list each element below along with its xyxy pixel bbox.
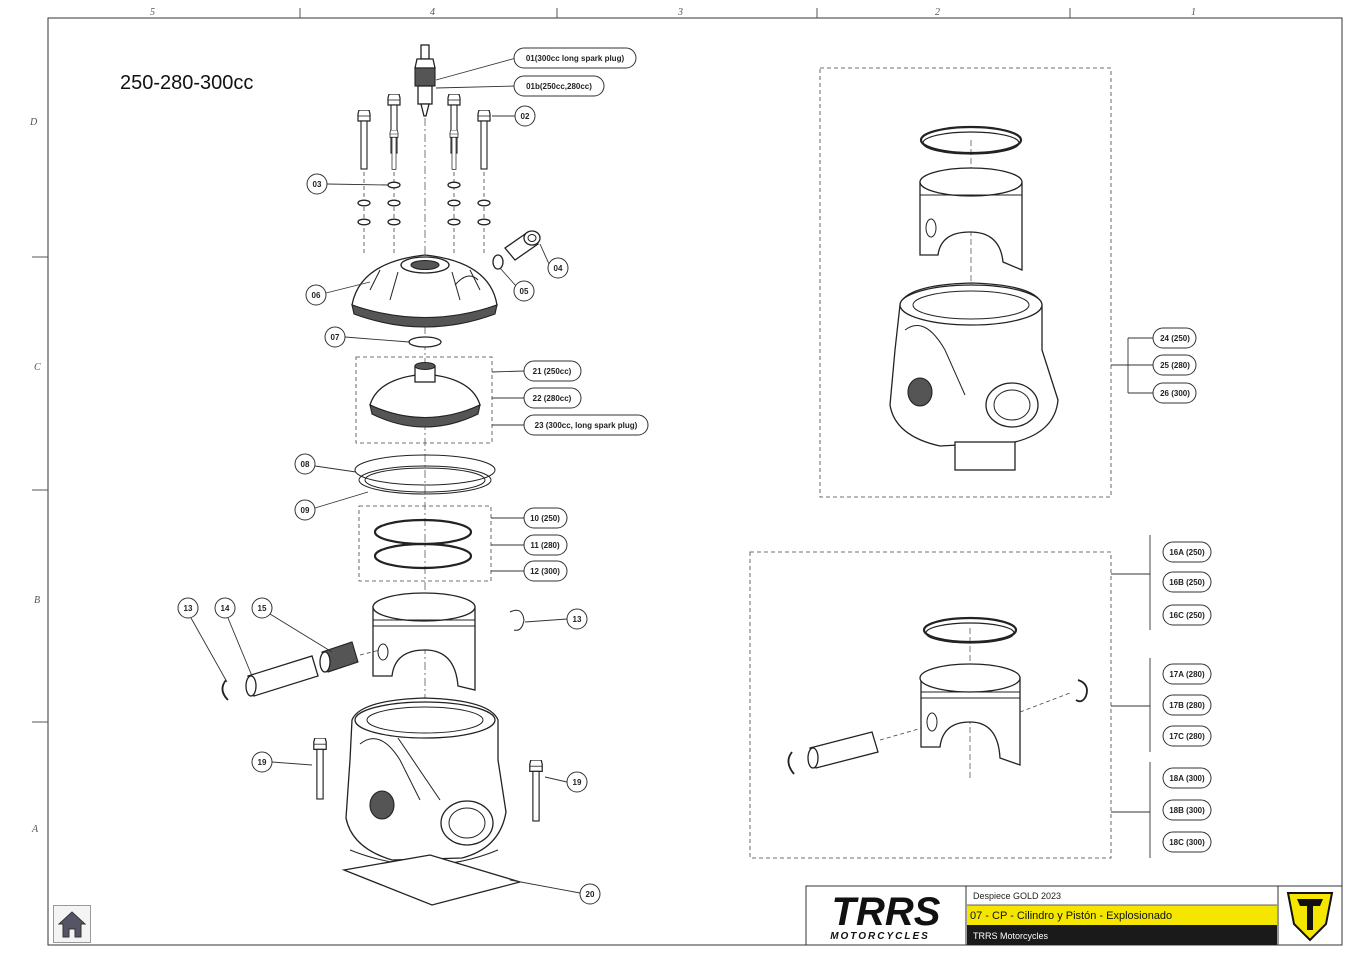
callout-26: 26 (300) bbox=[1160, 389, 1190, 398]
grid-col-1: 1 bbox=[1191, 7, 1196, 18]
cylinder-bolt-right bbox=[529, 760, 543, 822]
grid-col-4: 4 bbox=[430, 7, 435, 18]
callout-03: 03 bbox=[313, 180, 322, 189]
callout-19-left: 19 bbox=[258, 758, 267, 767]
oring-07 bbox=[408, 336, 442, 348]
gaskets bbox=[354, 454, 496, 495]
circlip-right bbox=[509, 609, 525, 631]
home-icon bbox=[57, 911, 87, 938]
cylinder-head bbox=[351, 254, 498, 328]
callouts-piston-kit: 16A (250) 16B (250) 16C (250) 17A (280) … bbox=[1111, 535, 1212, 858]
doc-name: Despiece GOLD 2023 bbox=[973, 891, 1061, 901]
callout-13-left: 13 bbox=[184, 604, 193, 613]
callout-01: 01(300cc long spark plug) bbox=[526, 54, 625, 63]
washers bbox=[357, 181, 491, 226]
callout-16a: 16A (250) bbox=[1169, 548, 1205, 557]
piston-rings bbox=[373, 518, 473, 570]
grid-row-d: D bbox=[29, 117, 38, 128]
callout-18c: 18C (300) bbox=[1169, 838, 1205, 847]
callout-06: 06 bbox=[312, 291, 321, 300]
callout-12: 12 (300) bbox=[530, 567, 560, 576]
callout-25: 25 (280) bbox=[1160, 361, 1190, 370]
company-name: TRRS Motorcycles bbox=[973, 931, 1049, 941]
rings-box bbox=[358, 505, 492, 582]
callout-19-right: 19 bbox=[573, 778, 582, 787]
callout-17c: 17C (280) bbox=[1169, 732, 1205, 741]
callout-18b: 18B (300) bbox=[1169, 806, 1205, 815]
callout-21: 21 (250cc) bbox=[533, 367, 572, 376]
callout-17a: 17A (280) bbox=[1169, 670, 1205, 679]
grid-columns: 5 4 3 2 1 bbox=[150, 7, 1196, 18]
combustion-insert bbox=[369, 361, 481, 428]
doc-title: 07 - CP - Cilindro y Pistón - Explosiona… bbox=[970, 910, 1172, 922]
doc-title-highlight bbox=[967, 905, 1277, 925]
callout-20: 20 bbox=[586, 890, 595, 899]
grid-row-b: B bbox=[34, 595, 40, 606]
piston-kit bbox=[749, 551, 1112, 859]
sheet-border bbox=[47, 17, 1343, 946]
cylinder bbox=[345, 697, 507, 866]
title-block: TRRS MOTORCYCLES Despiece GOLD 2023 07 -… bbox=[805, 885, 1343, 946]
callout-18a: 18A (300) bbox=[1169, 774, 1205, 783]
cylinder-bolt-left bbox=[313, 738, 327, 800]
trrs-shield-logo bbox=[1286, 892, 1334, 942]
callout-16c: 16C (250) bbox=[1169, 611, 1205, 620]
callouts-kit: 24 (250) 25 (280) 26 (300) bbox=[1111, 327, 1197, 404]
callout-22: 22 (280cc) bbox=[533, 394, 572, 403]
model-range-title: 250-280-300cc bbox=[120, 72, 253, 94]
wrist-pin-group bbox=[221, 641, 381, 701]
callout-04: 04 bbox=[554, 264, 563, 273]
logo-motorcycles: MOTORCYCLES bbox=[830, 931, 930, 942]
callout-02: 02 bbox=[521, 112, 530, 121]
grid-col-2: 2 bbox=[935, 7, 940, 18]
grid-row-a: A bbox=[31, 824, 39, 835]
callout-15: 15 bbox=[258, 604, 267, 613]
callout-01b: 01b(250cc,280cc) bbox=[526, 82, 592, 91]
callout-23: 23 (300cc, long spark plug) bbox=[535, 421, 638, 430]
cylinder-kit bbox=[819, 67, 1112, 498]
callout-08: 08 bbox=[301, 460, 310, 469]
base-gasket bbox=[341, 854, 523, 906]
callout-24: 24 (250) bbox=[1160, 334, 1190, 343]
company-bar bbox=[967, 925, 1277, 945]
insert-box bbox=[355, 356, 493, 444]
callouts-left: 01(300cc long spark plug) 01b(250cc,280c… bbox=[177, 47, 649, 905]
callout-13-right: 13 bbox=[573, 615, 582, 624]
callout-16b: 16B (250) bbox=[1169, 578, 1205, 587]
callout-09: 09 bbox=[301, 506, 310, 515]
callout-07: 07 bbox=[331, 333, 340, 342]
callout-10: 10 (250) bbox=[530, 514, 560, 523]
grid-rows: D C B A bbox=[29, 117, 48, 835]
grid-col-5: 5 bbox=[150, 7, 155, 18]
callout-17b: 17B (280) bbox=[1169, 701, 1205, 710]
spark-plug bbox=[414, 44, 436, 117]
water-fitting bbox=[492, 230, 541, 270]
callout-05: 05 bbox=[520, 287, 529, 296]
grid-col-3: 3 bbox=[677, 7, 683, 18]
piston bbox=[372, 592, 476, 691]
callout-11: 11 (280) bbox=[530, 541, 560, 550]
home-button[interactable] bbox=[53, 905, 91, 943]
grid-row-c: C bbox=[34, 362, 41, 373]
logo-trrs: TRRS bbox=[832, 890, 941, 934]
callout-14: 14 bbox=[221, 604, 230, 613]
main-assembly bbox=[221, 44, 543, 906]
head-bolts bbox=[357, 94, 491, 255]
